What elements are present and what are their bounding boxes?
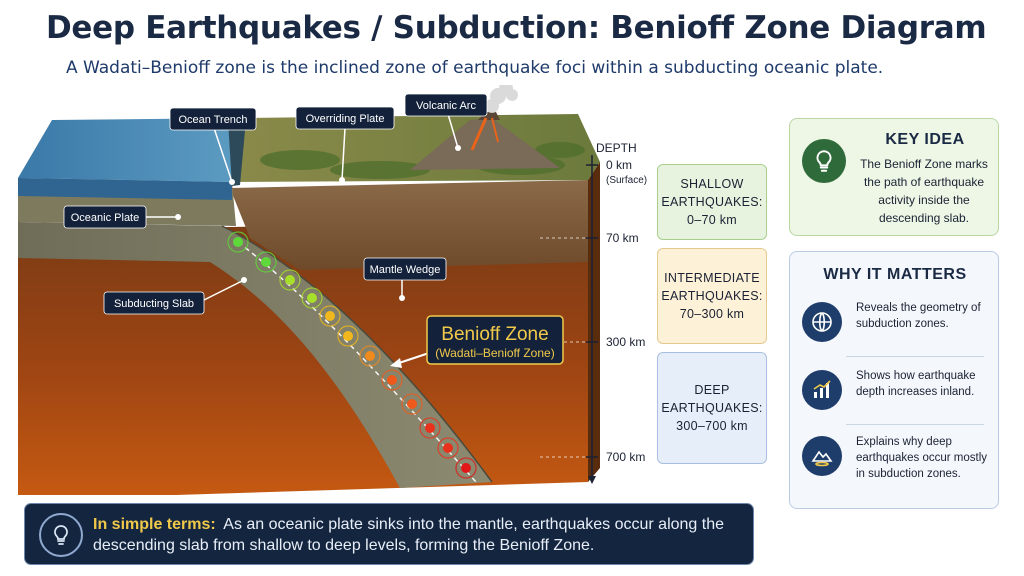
banner-lead: In simple terms: [93, 516, 216, 533]
earthquake-focus [343, 331, 353, 341]
intermediate-earthquakes-box: INTERMEDIATE EARTHQUAKES: 70–300 km [657, 248, 767, 344]
divider [846, 356, 984, 357]
divider [846, 424, 984, 425]
shallow-earthquakes-line2: EARTHQUAKES: [661, 195, 763, 209]
lightbulb-icon [39, 513, 83, 557]
depth-label-0km: 0 km [606, 158, 633, 172]
earthquake-focus [425, 423, 435, 433]
earthquake-focus-ring [401, 393, 423, 415]
intermediate-earthquakes-line1: INTERMEDIATE [664, 271, 760, 285]
depth-heading: DEPTH [596, 141, 637, 155]
earthquake-focus [461, 463, 471, 473]
depth-label-surface: (Surface) [606, 175, 648, 186]
benioff-zone-title: Benioff Zone [441, 324, 548, 345]
earthquake-focus [325, 311, 335, 321]
callout-mantle-wedge: Mantle Wedge [363, 257, 447, 301]
lava-flow [470, 117, 488, 151]
earthquake-focus [233, 237, 243, 247]
callout-overriding-plate: Overriding Plate [295, 106, 395, 183]
depth-label-70km: 70 km [606, 231, 639, 245]
simple-terms-banner: In simple terms: As an oceanic plate sin… [24, 503, 754, 565]
earthquake-focus-ring [319, 305, 341, 327]
callout-volcanic-arc-label: Volcanic Arc [416, 100, 476, 112]
depth-label-300km: 300 km [606, 335, 646, 349]
subducting-slab [18, 222, 492, 488]
key-idea-card: KEY IDEA The Benioff Zone marks the path… [789, 118, 999, 236]
ocean-trench [228, 120, 246, 186]
shallow-earthquakes-line1: SHALLOW [680, 177, 744, 191]
intermediate-earthquakes-line2: EARTHQUAKES: [661, 289, 763, 303]
smoke-plume [485, 85, 518, 113]
earthquake-focus-ring [437, 437, 459, 459]
earthquake-focus [285, 275, 295, 285]
globe-icon [802, 302, 842, 342]
earthquake-focus-ring [359, 345, 381, 367]
bar-chart-icon [802, 370, 842, 410]
depth-axis-arrow [588, 476, 596, 484]
callout-ocean-trench-label: Ocean Trench [178, 114, 247, 126]
block-side-face [588, 162, 600, 482]
callout-oceanic-plate-label: Oceanic Plate [71, 212, 139, 224]
deep-earthquakes-box: DEEP EARTHQUAKES: 300–700 km [657, 352, 767, 464]
ocean-front [18, 178, 232, 200]
earthquake-foci [227, 231, 477, 479]
mountain-quake-icon [802, 436, 842, 476]
volcano-peak [478, 112, 500, 120]
earthquake-focus-ring [419, 417, 441, 439]
overriding-crust [230, 180, 588, 270]
callout-mantle-wedge-label: Mantle Wedge [370, 264, 441, 276]
earthquake-focus [261, 257, 271, 267]
deep-earthquakes-range: 300–700 km [676, 419, 748, 433]
earthquake-focus-ring [227, 231, 249, 253]
callout-subducting-slab: Subducting Slab [103, 277, 247, 315]
earthquake-focus-ring [337, 325, 359, 347]
earthquake-focus-ring [455, 457, 477, 479]
earthquake-focus-ring [279, 269, 301, 291]
lightbulb-icon [802, 139, 846, 183]
key-idea-text: The Benioff Zone marks the path of earth… [860, 157, 988, 225]
benioff-zone-label: Benioff Zone (Wadati–Benioff Zone) [390, 315, 564, 368]
why-item: Explains why deep earthquakes occur most… [800, 432, 990, 494]
earthquake-focus [365, 351, 375, 361]
earthquake-focus-ring [381, 369, 403, 391]
why-item-text: Reveals the geometry of subduction zones… [856, 302, 981, 330]
ocean-surface [18, 118, 242, 182]
earthquake-focus [307, 293, 317, 303]
depth-label-700km: 700 km [606, 450, 646, 464]
callout-subducting-slab-label: Subducting Slab [114, 298, 194, 310]
earthquake-focus [407, 399, 417, 409]
volcano [410, 118, 560, 170]
earthquake-focus [387, 375, 397, 385]
why-item-text: Explains why deep earthquakes occur most… [856, 436, 988, 480]
lava-flow [491, 117, 499, 143]
slab-edge [221, 225, 493, 483]
benioff-zone-subtitle: (Wadati–Benioff Zone) [435, 346, 554, 360]
why-item: Shows how earthquake depth increases inl… [800, 366, 990, 428]
deep-earthquakes-line2: EARTHQUAKES: [661, 401, 763, 415]
page-title: Deep Earthquakes / Subduction: Benioff Z… [46, 10, 987, 46]
why-item: Reveals the geometry of subduction zones… [800, 298, 990, 360]
callout-ocean-trench: Ocean Trench [169, 107, 257, 185]
earthquake-focus-ring [301, 287, 323, 309]
earthquake-focus-ring [255, 251, 277, 273]
deep-earthquakes-line1: DEEP [694, 383, 730, 397]
why-it-matters-card: WHY IT MATTERS Reveals the geometry of s… [789, 251, 999, 509]
key-idea-title: KEY IDEA [885, 131, 965, 148]
shallow-earthquakes-range: 0–70 km [686, 213, 738, 227]
banner-body: As an oceanic plate sinks into the mantl… [93, 516, 725, 554]
benioff-trace [237, 241, 477, 483]
callout-volcanic-arc: Volcanic Arc [404, 93, 488, 151]
callout-overriding-plate-label: Overriding Plate [306, 113, 385, 125]
why-item-text: Shows how earthquake depth increases inl… [856, 370, 976, 398]
callout-oceanic-plate: Oceanic Plate [63, 205, 181, 229]
benioff-diagram: Ocean Trench Overriding Plate Volcanic A… [18, 85, 600, 495]
intermediate-earthquakes-range: 70–300 km [679, 307, 745, 321]
page-subtitle: A Wadati–Benioff zone is the inclined zo… [66, 58, 884, 78]
why-it-matters-title: WHY IT MATTERS [823, 266, 967, 283]
banner-text: In simple terms: As an oceanic plate sin… [93, 514, 743, 556]
shallow-earthquakes-box: SHALLOW EARTHQUAKES: 0–70 km [657, 164, 767, 240]
earthquake-focus [443, 443, 453, 453]
